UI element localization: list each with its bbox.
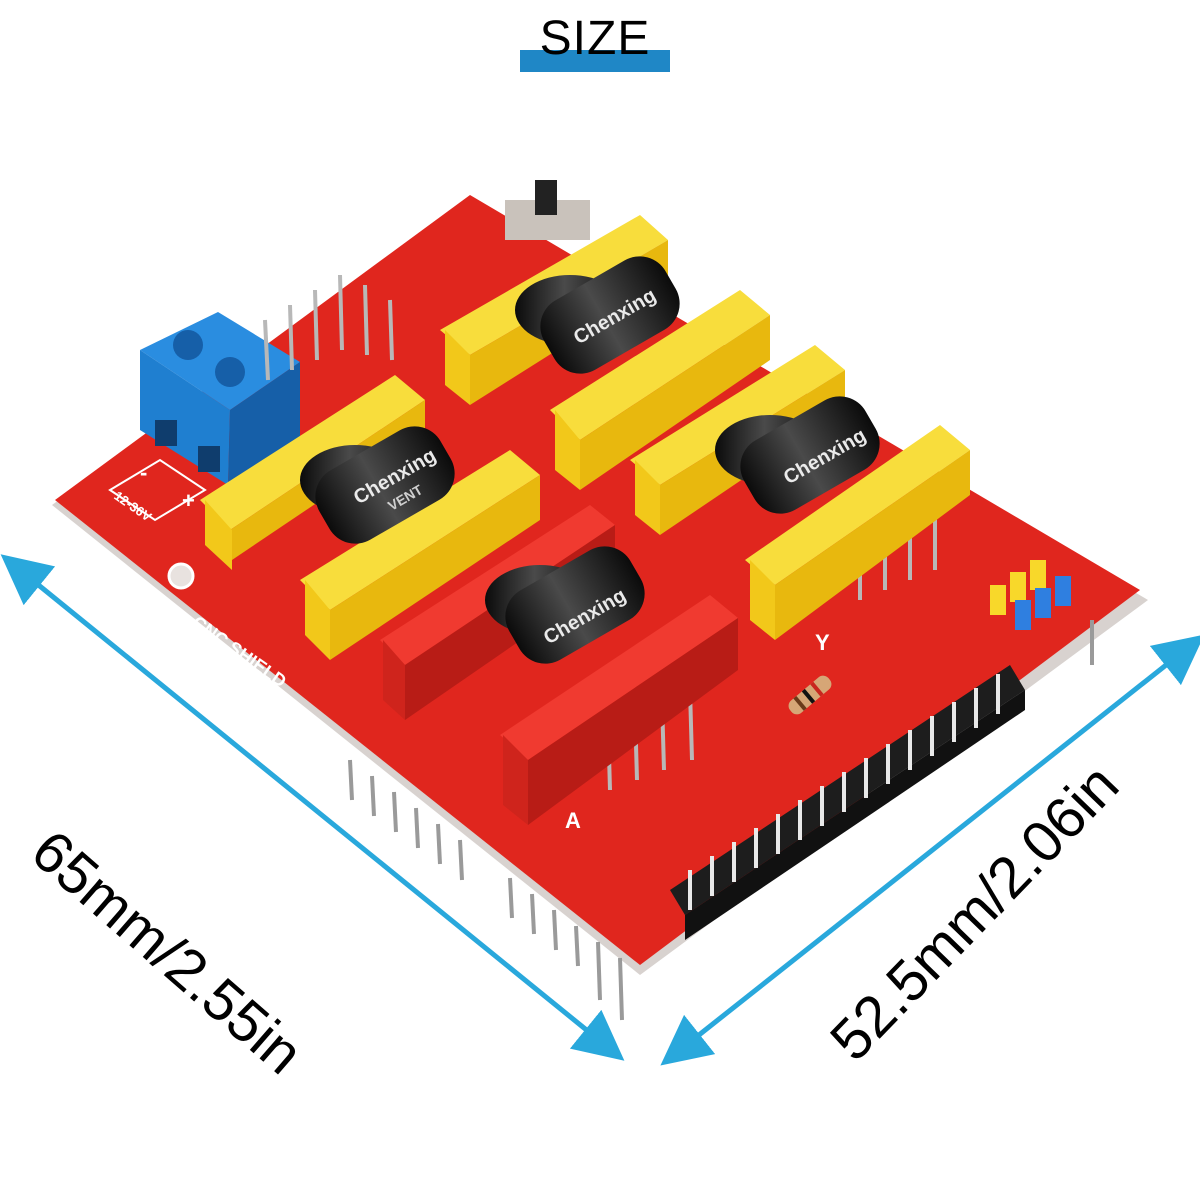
resistor [788, 675, 832, 715]
axis-y-label: Y [815, 630, 830, 655]
axis-a-label: A [565, 808, 581, 833]
title-underline-bar [520, 50, 670, 72]
silkscreen-12v-box [108, 458, 207, 522]
title-banner: SIZE [520, 10, 670, 72]
length-arrow [0, 554, 625, 1061]
jumper-caps [990, 560, 1071, 630]
capacitors [300, 256, 880, 664]
bottom-pins [348, 620, 1094, 1021]
power-terminal-block [140, 312, 300, 485]
io-header-pins [688, 674, 1000, 910]
plus-terminal-label: + [182, 488, 195, 513]
io-header-row [670, 665, 1025, 940]
mounting-hole [167, 562, 195, 590]
page-title: SIZE [539, 12, 651, 65]
reset-button [505, 180, 590, 240]
minus-terminal-label: - [140, 460, 148, 485]
width-arrow [660, 634, 1200, 1066]
